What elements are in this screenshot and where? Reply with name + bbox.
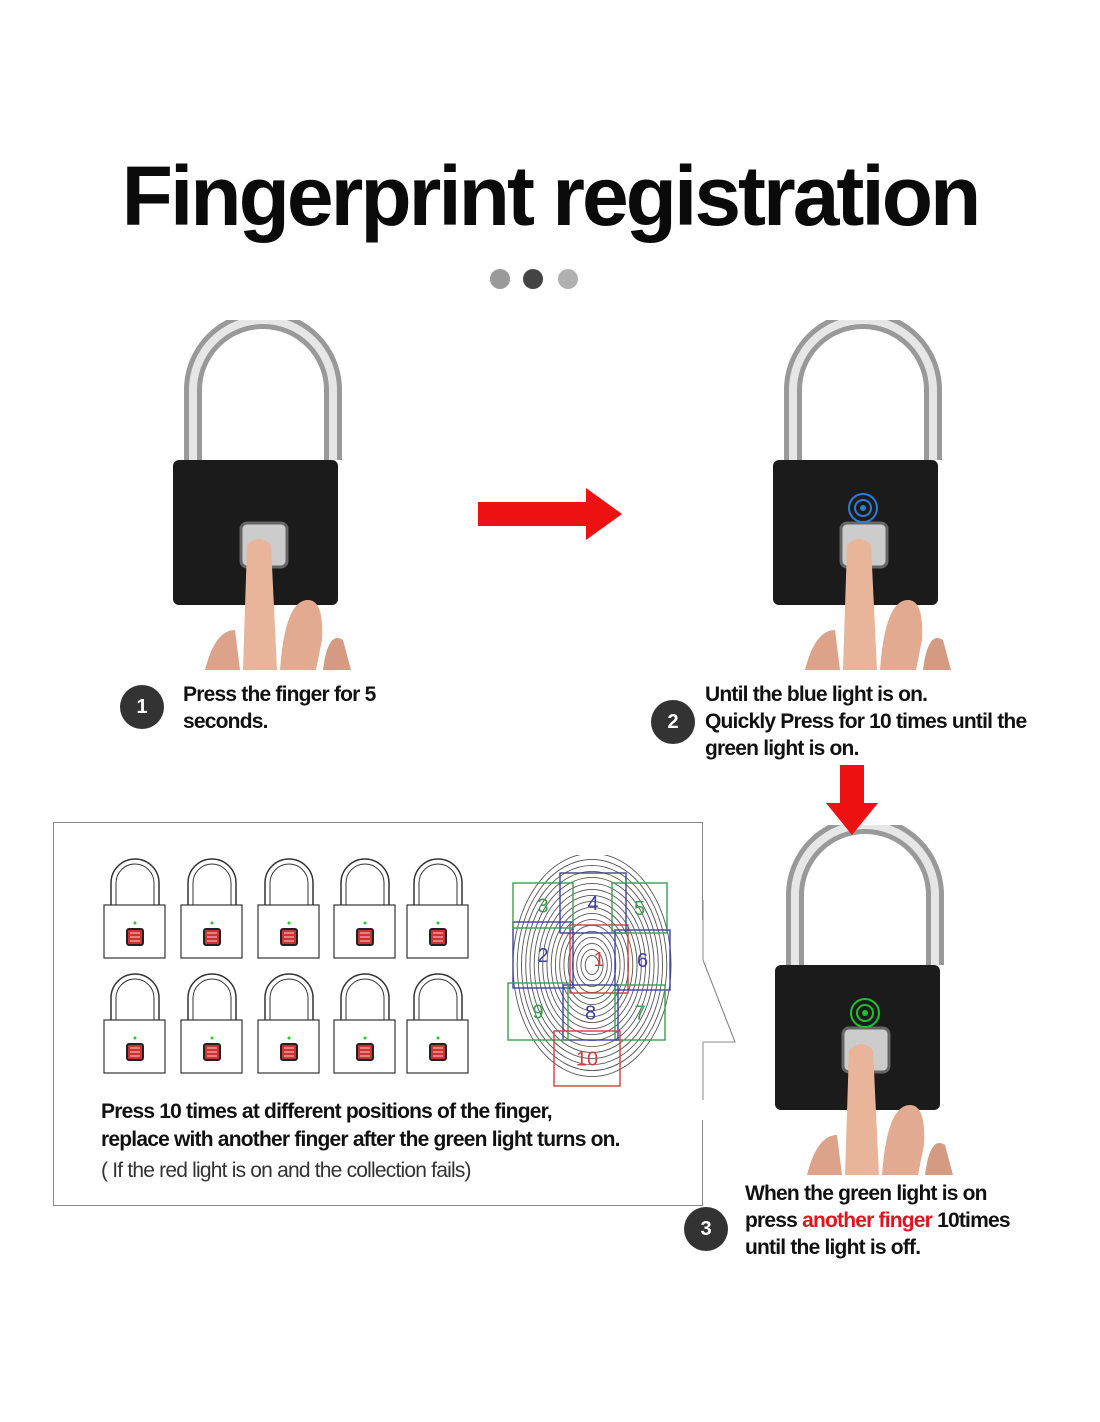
step-3-text-part: 10times: [932, 1209, 1010, 1232]
position-label: 2: [537, 945, 548, 967]
position-box: [611, 882, 668, 934]
mini-lock-grid: [95, 852, 485, 1077]
pagination-dot-2-active[interactable]: [523, 269, 543, 289]
step-3-line: When the green light is on: [745, 1182, 988, 1205]
box-text-line-1: Press 10 times at different positions of…: [101, 1100, 553, 1123]
position-box: [614, 929, 671, 991]
position-box: [512, 882, 574, 929]
page-title: Fingerprint registration: [121, 149, 982, 243]
step-2-line: Quickly Press for 10 times until the: [705, 710, 1027, 733]
right-arrow-icon: [478, 488, 622, 540]
position-box: [553, 1030, 621, 1087]
mini-lock-icon: [103, 858, 166, 959]
position-box: [562, 984, 619, 1041]
step-3-text: When the green light is on press another…: [745, 1180, 1011, 1261]
step-3-line: until the light is off.: [745, 1236, 921, 1259]
indicator-light-icon: [848, 493, 878, 523]
padlock-step-3-green-light: [767, 816, 967, 1190]
position-label: 1: [593, 949, 604, 971]
step-2-line: Until the blue light is on.: [705, 683, 928, 706]
step-1-line: seconds.: [183, 710, 268, 733]
padlock-step-2-blue-light: [765, 311, 965, 685]
fingerprint-position-diagram: 1 2 3 4 5 6 7 8 9 10: [507, 855, 672, 1087]
position-box: [507, 982, 569, 1041]
step-3-text-part: press: [745, 1209, 803, 1232]
step-3-highlight: another finger: [802, 1209, 933, 1232]
mini-lock-icon: [103, 973, 166, 1074]
position-box: [614, 984, 666, 1041]
step-badge-2: 2: [651, 700, 695, 744]
box-note: ( If the red light is on and the collect…: [101, 1159, 472, 1182]
step-1-line: Press the finger for 5: [183, 683, 376, 706]
padlock-illustration: [773, 311, 951, 670]
position-label: 6: [637, 950, 648, 972]
instruction-box: [53, 822, 703, 1206]
step-1-text: Press the finger for 5 seconds.: [183, 681, 376, 735]
padlock-step-1: [165, 311, 365, 685]
mini-lock-icon: [257, 858, 320, 959]
position-box: [569, 924, 629, 994]
mini-lock-icon: [257, 973, 320, 1074]
pagination-dot-1[interactable]: [490, 269, 510, 289]
position-label: 5: [634, 898, 645, 920]
box-text-line-2: replace with another finger after the gr…: [101, 1128, 621, 1151]
finger: [243, 539, 277, 670]
position-label: 8: [585, 1003, 596, 1025]
indicator-light-icon: [850, 998, 880, 1028]
down-arrow-icon: [826, 765, 878, 835]
position-box: [512, 921, 574, 989]
finger: [845, 1044, 879, 1175]
position-label: 9: [532, 1002, 543, 1024]
mini-lock-icon: [180, 858, 243, 959]
mini-lock-icon: [180, 973, 243, 1074]
mini-lock-icon: [333, 858, 396, 959]
position-label: 3: [537, 896, 548, 918]
step-badge-1: 1: [120, 685, 164, 729]
step-2-line: green light is on.: [705, 737, 859, 760]
padlock-illustration: [173, 311, 351, 670]
speech-pointer-edge: [702, 900, 736, 1100]
position-label: 7: [634, 1003, 645, 1025]
step-badge-3: 3: [684, 1207, 728, 1251]
mini-lock-icon: [406, 973, 469, 1074]
mini-lock-icon: [406, 858, 469, 959]
step-3-line: press another finger 10times: [745, 1207, 1011, 1234]
position-box: [559, 872, 627, 934]
finger: [843, 539, 877, 670]
position-label: 4: [587, 893, 598, 915]
step-2-text: Until the blue light is on. Quickly Pres…: [705, 681, 1027, 762]
position-label: 10: [576, 1049, 598, 1071]
pagination-dot-3[interactable]: [558, 269, 578, 289]
mini-lock-icon: [333, 973, 396, 1074]
padlock-illustration: [775, 816, 953, 1175]
